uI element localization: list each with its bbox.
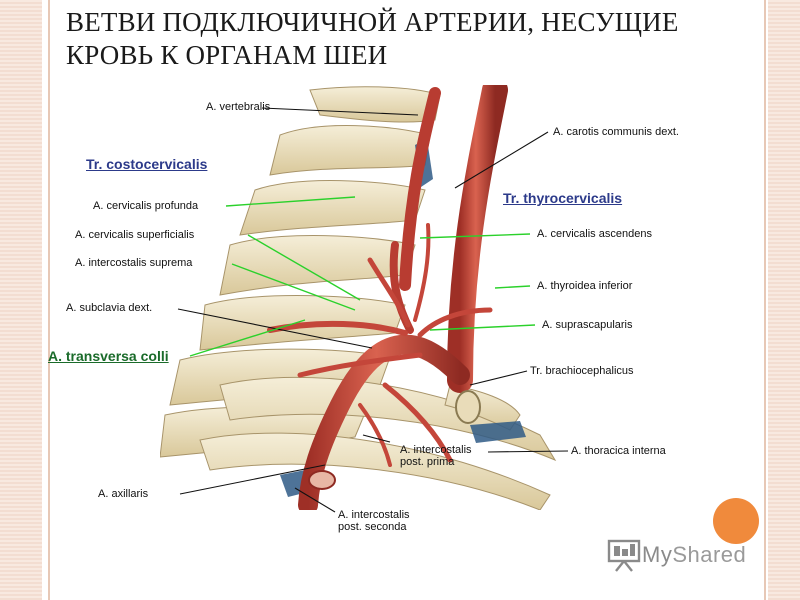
label-suprascapularis: A. suprascapularis (542, 319, 633, 331)
slide-title-line-1: ВЕТВИ ПОДКЛЮЧИЧНОЙ АРТЕРИИ, НЕСУЩИЕ (66, 7, 679, 37)
label-thoracica-interna: A. thoracica interna (571, 445, 666, 457)
slide-title-line-2: КРОВЬ К ОРГАНАМ ШЕИ (66, 40, 388, 70)
left-decorative-border (0, 0, 42, 600)
right-border-line (764, 0, 766, 600)
label-carotis-communis: A. carotis communis dext. (553, 126, 679, 138)
label-intercostalis-prima: A. intercostalis post. prima (400, 444, 472, 468)
label-intercostalis-seconda-line1: A. intercostalis (338, 509, 410, 521)
label-intercostalis-prima-line1: A. intercostalis (400, 444, 472, 456)
decorative-orange-circle (713, 498, 759, 544)
label-thyroidea-inferior: A. thyroidea inferior (537, 280, 633, 292)
label-cervicalis-superficialis: A. cervicalis superficialis (75, 229, 195, 241)
myshared-logo[interactable]: MyShared (606, 538, 746, 572)
label-intercostalis-seconda-line2: post. seconda (338, 521, 407, 533)
label-transversa-colli: A. transversa colli (48, 348, 169, 364)
brachiocephalicus-cut-end (455, 390, 481, 424)
label-thyrocervicalis: Tr. thyrocervicalis (503, 190, 623, 206)
right-decorative-border (768, 0, 800, 600)
label-axillaris: A. axillaris (98, 488, 149, 500)
label-intercostalis-prima-line2: post. prima (400, 456, 455, 468)
label-intercostalis-seconda: A. intercostalis post. seconda (338, 509, 410, 533)
cervical-spine (160, 86, 441, 458)
label-intercostalis-suprema: A. intercostalis suprema (75, 257, 193, 269)
logo-text-my: My (642, 542, 673, 567)
label-costocervicalis: Tr. costocervicalis (86, 156, 208, 172)
logo-wordmark: MyShared (642, 542, 746, 568)
axillaris-cut-end (308, 470, 336, 490)
label-cervicalis-profunda: A. cervicalis profunda (93, 200, 199, 212)
label-cervicalis-ascendens: A. cervicalis ascendens (537, 228, 652, 240)
logo-text-shared: Shared (672, 542, 747, 567)
left-border-line (48, 0, 50, 600)
label-subclavia: A. subclavia dext. (66, 302, 153, 314)
anatomy-illustration (160, 85, 557, 510)
label-vertebralis: A. vertebralis (206, 101, 271, 113)
slide-title: ВЕТВИ ПОДКЛЮЧИЧНОЙ АРТЕРИИ, НЕСУЩИЕ КРОВ… (66, 6, 766, 72)
presentation-board-icon (607, 539, 641, 572)
label-brachiocephalicus: Tr. brachiocephalicus (530, 365, 634, 377)
